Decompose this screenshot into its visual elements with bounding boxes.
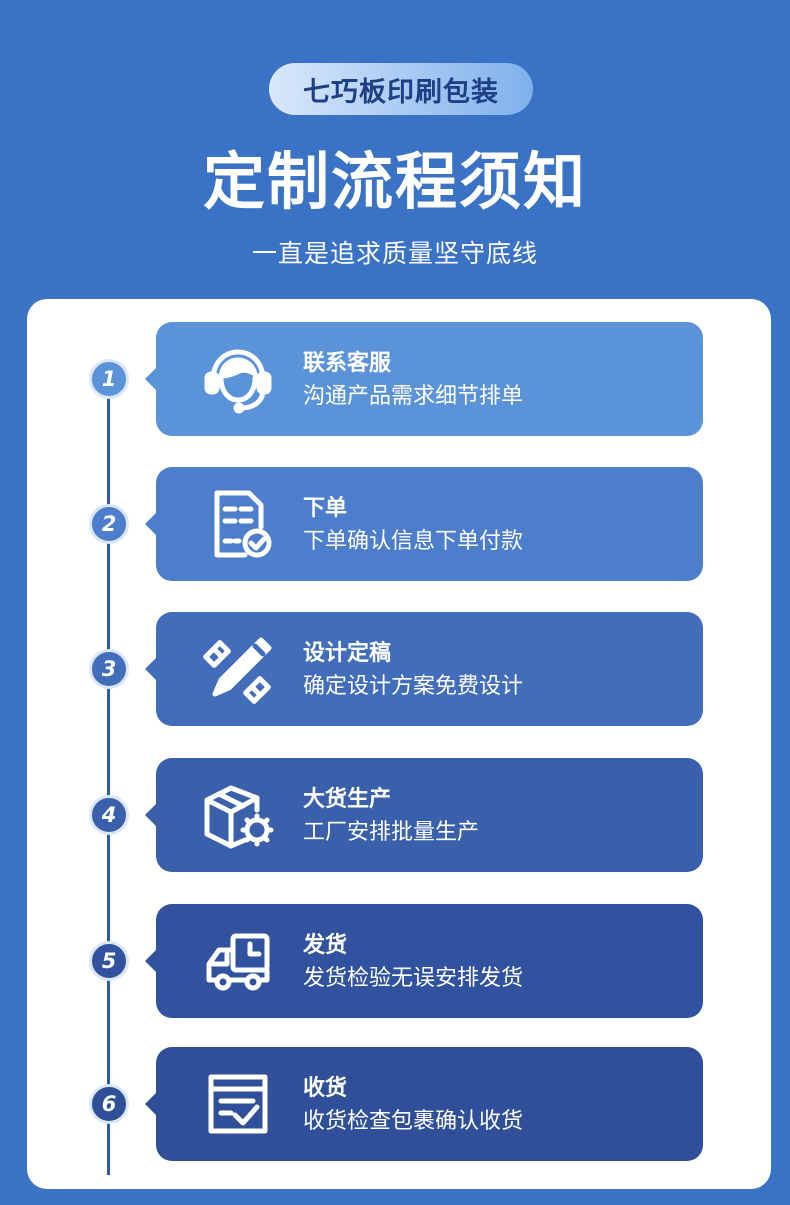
step-description: 沟通产品需求细节排单 [303,384,524,409]
headset-support-icon [201,342,275,416]
step-6: 6 收货 收货检查包裹确认收货 [0,1047,790,1161]
timeline-line [107,375,110,1175]
delivery-truck-icon [201,924,275,998]
step-3: 3 设计定稿 确定设计方案免费设计 [0,612,790,726]
step-card: 大货生产 工厂安排批量生产 [145,758,703,872]
page-title: 定制流程须知 [202,145,587,218]
step-5: 5 发货 发货检验无误安排发货 [0,904,790,1018]
step-card: 联系客服 沟通产品需求细节排单 [145,322,703,436]
step-number-badge: 1 [89,359,129,399]
step-number-badge: 3 [89,649,129,689]
page-subtitle: 一直是追求质量坚守底线 [251,239,538,268]
step-title: 发货 [303,933,348,958]
step-description: 下单确认信息下单付款 [303,529,524,554]
step-number-badge: 6 [89,1084,129,1124]
step-title: 设计定稿 [303,641,392,666]
step-card: 发货 发货检验无误安排发货 [145,904,703,1018]
process-panel [27,299,771,1189]
step-number-badge: 2 [89,504,129,544]
step-title: 联系客服 [303,351,392,376]
brand-pill: 七巧板印刷包装 [269,63,533,115]
step-title: 收货 [303,1076,348,1101]
order-form-check-icon [201,487,275,561]
step-card: 下单 下单确认信息下单付款 [145,467,703,581]
step-card: 设计定稿 确定设计方案免费设计 [145,612,703,726]
step-card: 收货 收货检查包裹确认收货 [145,1047,703,1161]
step-2: 2 下单 下单确认信息下单付款 [0,467,790,581]
step-title: 下单 [303,496,348,521]
step-number-badge: 4 [89,795,129,835]
step-description: 发货检验无误安排发货 [303,966,524,991]
step-1: 1 联系客服 沟通产品需求细节排单 [0,322,790,436]
receive-box-check-icon [201,1067,275,1141]
step-title: 大货生产 [303,787,392,812]
step-number-badge: 5 [89,941,129,981]
step-description: 确定设计方案免费设计 [303,674,524,699]
box-gear-icon [201,778,275,852]
step-description: 工厂安排批量生产 [303,820,480,845]
step-description: 收货检查包裹确认收货 [303,1109,524,1134]
step-4: 4 大货生产 工厂安排批量生产 [0,758,790,872]
pencil-ruler-icon [201,632,275,706]
